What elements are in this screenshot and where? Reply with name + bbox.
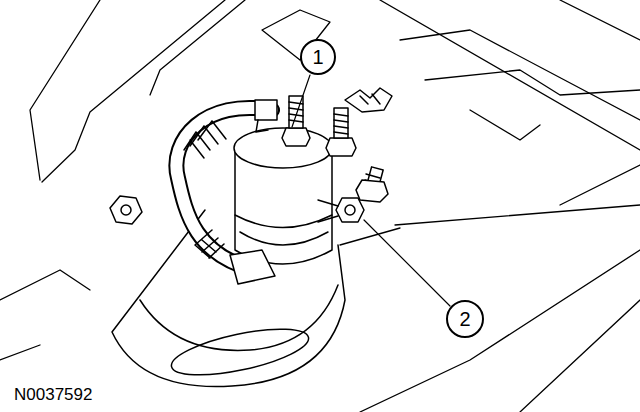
callout-number: 2 (446, 300, 484, 338)
callout-number: 1 (300, 39, 336, 75)
figure-id: N0037592 (14, 386, 92, 403)
